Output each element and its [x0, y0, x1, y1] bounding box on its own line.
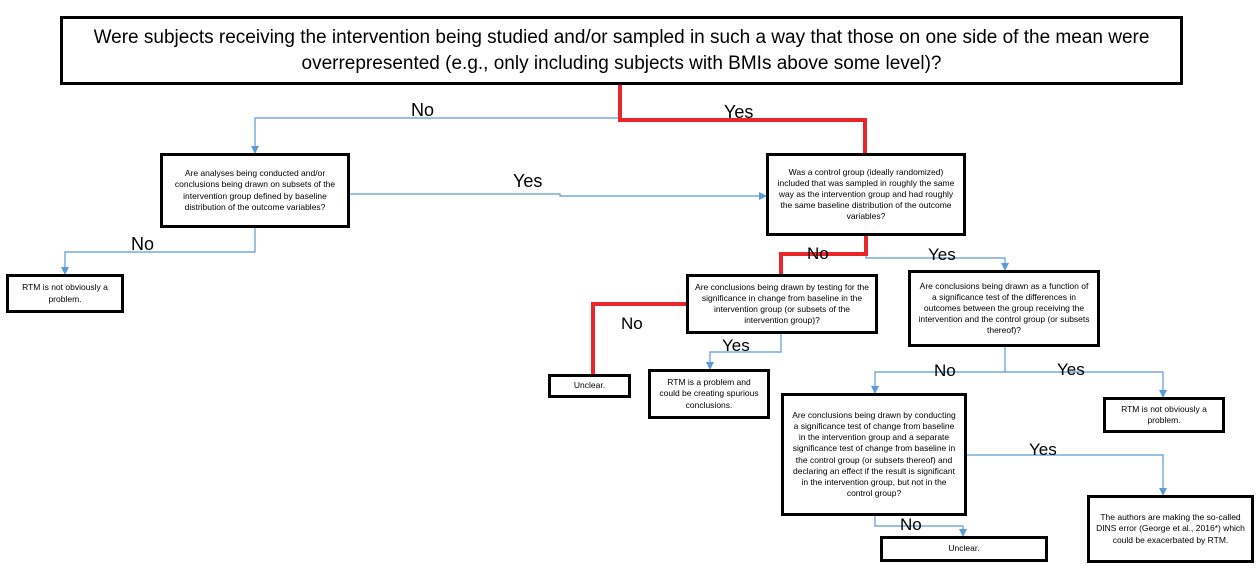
edge-subgroup-no [61, 228, 256, 275]
label-dins-yes: Yes [1029, 440, 1057, 459]
baseline-change-question-box: Are conclusions being drawn by testing f… [686, 274, 878, 334]
highlight-control-no [779, 236, 868, 274]
rtm-problem-box: RTM is a problem and could be creating s… [648, 369, 770, 419]
label-subgroup-yes: Yes [513, 171, 543, 191]
rtm-not-problem-left-box: RTM is not obviously a problem. [6, 274, 124, 313]
root-question-box: Were subjects receiving the intervention… [60, 16, 1183, 85]
label-between-no: No [934, 361, 956, 380]
highlight-root-yes [618, 85, 867, 153]
edge-root-no [251, 117, 620, 154]
label-root-yes: Yes [724, 102, 754, 122]
subgroup-question-box: Are analyses being conducted and/or conc… [160, 153, 350, 228]
unclear-bottom-box: Unclear. [880, 536, 1048, 562]
control-group-question-box: Was a control group (ideally randomized)… [766, 153, 966, 236]
highlight-baseline-no [591, 302, 686, 374]
label-dins-no: No [900, 515, 922, 534]
label-baseline-yes: Yes [722, 336, 750, 355]
edge-subgroup-yes [350, 192, 767, 200]
label-control-yes: Yes [928, 245, 956, 264]
between-group-question-box: Are conclusions being drawn as a functio… [908, 270, 1100, 347]
edge-baseline-yes [706, 334, 782, 370]
edge-dins-no [874, 516, 967, 537]
label-between-yes: Yes [1057, 360, 1085, 379]
dins-question-box: Are conclusions being drawn by conductin… [781, 393, 967, 516]
label-control-no: No [807, 244, 829, 263]
edge-between-no [871, 347, 1006, 394]
edge-between-yes [1005, 371, 1167, 398]
dins-error-box: The authors are making the so-called DIN… [1087, 495, 1254, 563]
label-root-no: No [411, 100, 435, 120]
rtm-not-problem-right-box: RTM is not obviously a problem. [1103, 397, 1225, 433]
label-baseline-no: No [621, 314, 643, 333]
label-subgroup-no: No [131, 234, 155, 254]
unclear-left-box: Unclear. [548, 374, 631, 398]
edge-dins-yes [966, 454, 1167, 496]
